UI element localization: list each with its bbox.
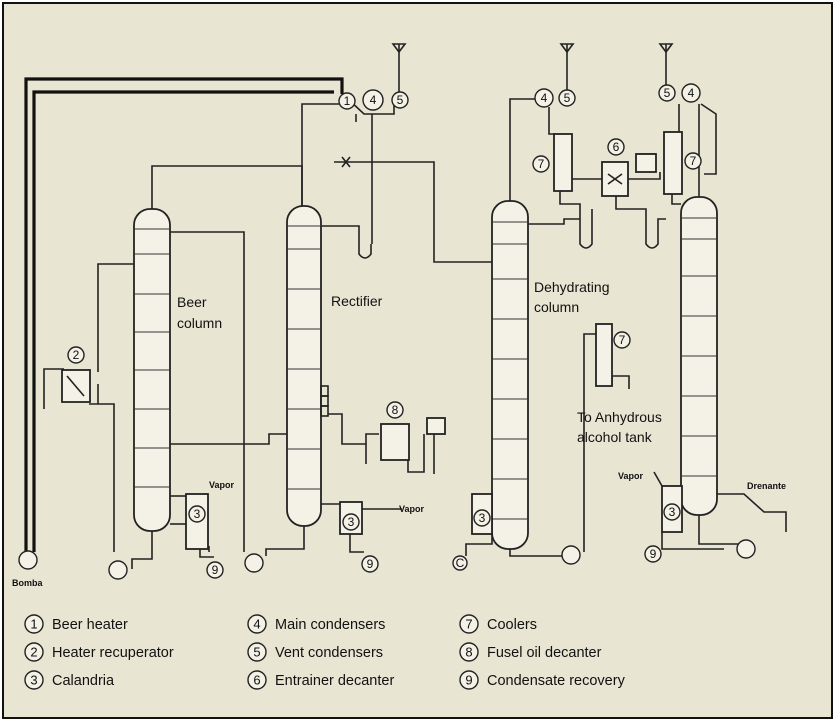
legend-marker-1 xyxy=(24,614,44,634)
marker-calandria-2: 3 xyxy=(348,515,355,529)
marker-cooler-2: 7 xyxy=(690,154,697,168)
label-vapor-1: Vapor xyxy=(209,480,235,490)
legend-number-2: 2 xyxy=(30,645,37,660)
legend-marker-7 xyxy=(459,614,479,634)
legend-number-5: 5 xyxy=(253,645,260,660)
label-vapor-3: Vapor xyxy=(618,471,644,481)
label-dehydrating: Dehydrating xyxy=(534,279,610,295)
condenser-group-fourth: 5 4 xyxy=(658,83,701,103)
marker-main-condenser-3: 4 xyxy=(688,86,695,100)
legend: 1 Beer heater 2 Heater recuperator 3 Calandri… xyxy=(24,614,626,690)
legend-marker-2 xyxy=(24,642,44,662)
marker-calandria-3: 3 xyxy=(479,511,486,525)
calandria-rectifier: 3 xyxy=(339,501,363,535)
marker-vent-condenser-3: 5 xyxy=(664,86,671,100)
cooler-dehydrating: 7 xyxy=(532,133,573,192)
marker-condensate-recovery-2: 9 xyxy=(367,557,374,571)
pump-bomba xyxy=(18,550,38,570)
calandria-dehydrating: 3 xyxy=(471,493,493,535)
marker-heater-recuperator: 2 xyxy=(73,348,80,362)
entrainer-decanter: 6 xyxy=(601,138,657,197)
legend-marker-9 xyxy=(459,670,479,690)
legend-label-8: Fusel oil decanter xyxy=(487,645,602,661)
pump-dehydrating xyxy=(561,545,581,565)
legend-label-4: Main condensers xyxy=(275,617,385,633)
rectifier-column xyxy=(286,205,329,527)
marker-condensate-recovery-1: 9 xyxy=(212,563,219,577)
marker-vent-condenser-1: 5 xyxy=(397,93,404,107)
marker-cooler-3: 7 xyxy=(619,333,626,347)
calandria-beer: 3 xyxy=(185,493,209,550)
label-rectifier: Rectifier xyxy=(331,293,383,309)
legend-label-1: Beer heater xyxy=(52,617,128,633)
heater-recuperator: 2 xyxy=(61,346,91,403)
marker-entrainer-decanter: 6 xyxy=(613,140,620,154)
marker-condensate-recovery-4: 9 xyxy=(650,547,657,561)
label-dehydrating-column: column xyxy=(534,299,579,315)
legend-marker-5 xyxy=(247,642,267,662)
legend-number-9: 9 xyxy=(465,673,472,688)
pump-rectifier xyxy=(244,553,264,573)
label-alcohol-tank: alcohol tank xyxy=(577,429,653,445)
feed-pipes xyxy=(24,77,344,552)
label-bomba: Bomba xyxy=(12,578,43,588)
cooler-fourth: 7 xyxy=(663,131,702,195)
marker-cooler-1: 7 xyxy=(538,157,545,171)
label-beer-column: column xyxy=(177,315,222,331)
legend-label-3: Calandria xyxy=(52,673,115,689)
condenser-group-dehydrating: 4 5 xyxy=(534,88,576,108)
legend-number-8: 8 xyxy=(465,645,472,660)
cooler-product: 7 xyxy=(595,323,631,387)
dehydrating-column xyxy=(491,200,529,550)
marker-calandria-4: 3 xyxy=(669,505,676,519)
fusel-oil-decanter: 8 xyxy=(380,401,446,461)
label-beer: Beer xyxy=(177,294,207,310)
marker-fusel-oil-decanter: 8 xyxy=(392,403,399,417)
legend-label-9: Condensate recovery xyxy=(487,673,626,689)
calandria-fourth: 3 xyxy=(661,485,683,533)
label-drenante: Drenante xyxy=(747,481,786,491)
pump-fourth xyxy=(736,539,756,559)
legend-number-3: 3 xyxy=(30,673,37,688)
legend-label-2: Heater recuperator xyxy=(52,645,174,661)
legend-label-7: Coolers xyxy=(487,617,537,633)
label-to-anhydrous: To Anhydrous xyxy=(577,409,662,425)
legend-marker-3 xyxy=(24,670,44,690)
pump-beer xyxy=(108,560,128,580)
pumps xyxy=(18,539,756,580)
condenser-group-rectifier: 1 4 5 xyxy=(338,89,409,111)
legend-number-1: 1 xyxy=(30,617,37,632)
legend-label-5: Vent condensers xyxy=(275,645,383,661)
legend-number-7: 7 xyxy=(465,617,472,632)
beer-column xyxy=(133,208,171,532)
legend-marker-8 xyxy=(459,642,479,662)
legend-marker-6 xyxy=(247,670,267,690)
label-vapor-2: Vapor xyxy=(399,504,425,514)
legend-marker-4 xyxy=(247,614,267,634)
marker-condensate-recovery-3: C xyxy=(456,556,465,570)
process-flow-diagram: 1 4 5 4 5 5 4 2 3 3 3 xyxy=(12,43,787,690)
legend-number-6: 6 xyxy=(253,673,260,688)
marker-calandria-1: 3 xyxy=(194,507,201,521)
legend-number-4: 4 xyxy=(253,617,260,632)
piping xyxy=(43,43,787,569)
legend-label-6: Entrainer decanter xyxy=(275,673,394,689)
fourth-column xyxy=(680,196,718,516)
condensate-recovery-markers: 9 9 C 9 xyxy=(206,545,662,579)
marker-main-condenser-1: 4 xyxy=(370,93,377,107)
marker-beer-heater: 1 xyxy=(344,94,351,108)
marker-main-condenser-2: 4 xyxy=(541,91,548,105)
marker-vent-condenser-2: 5 xyxy=(564,91,571,105)
